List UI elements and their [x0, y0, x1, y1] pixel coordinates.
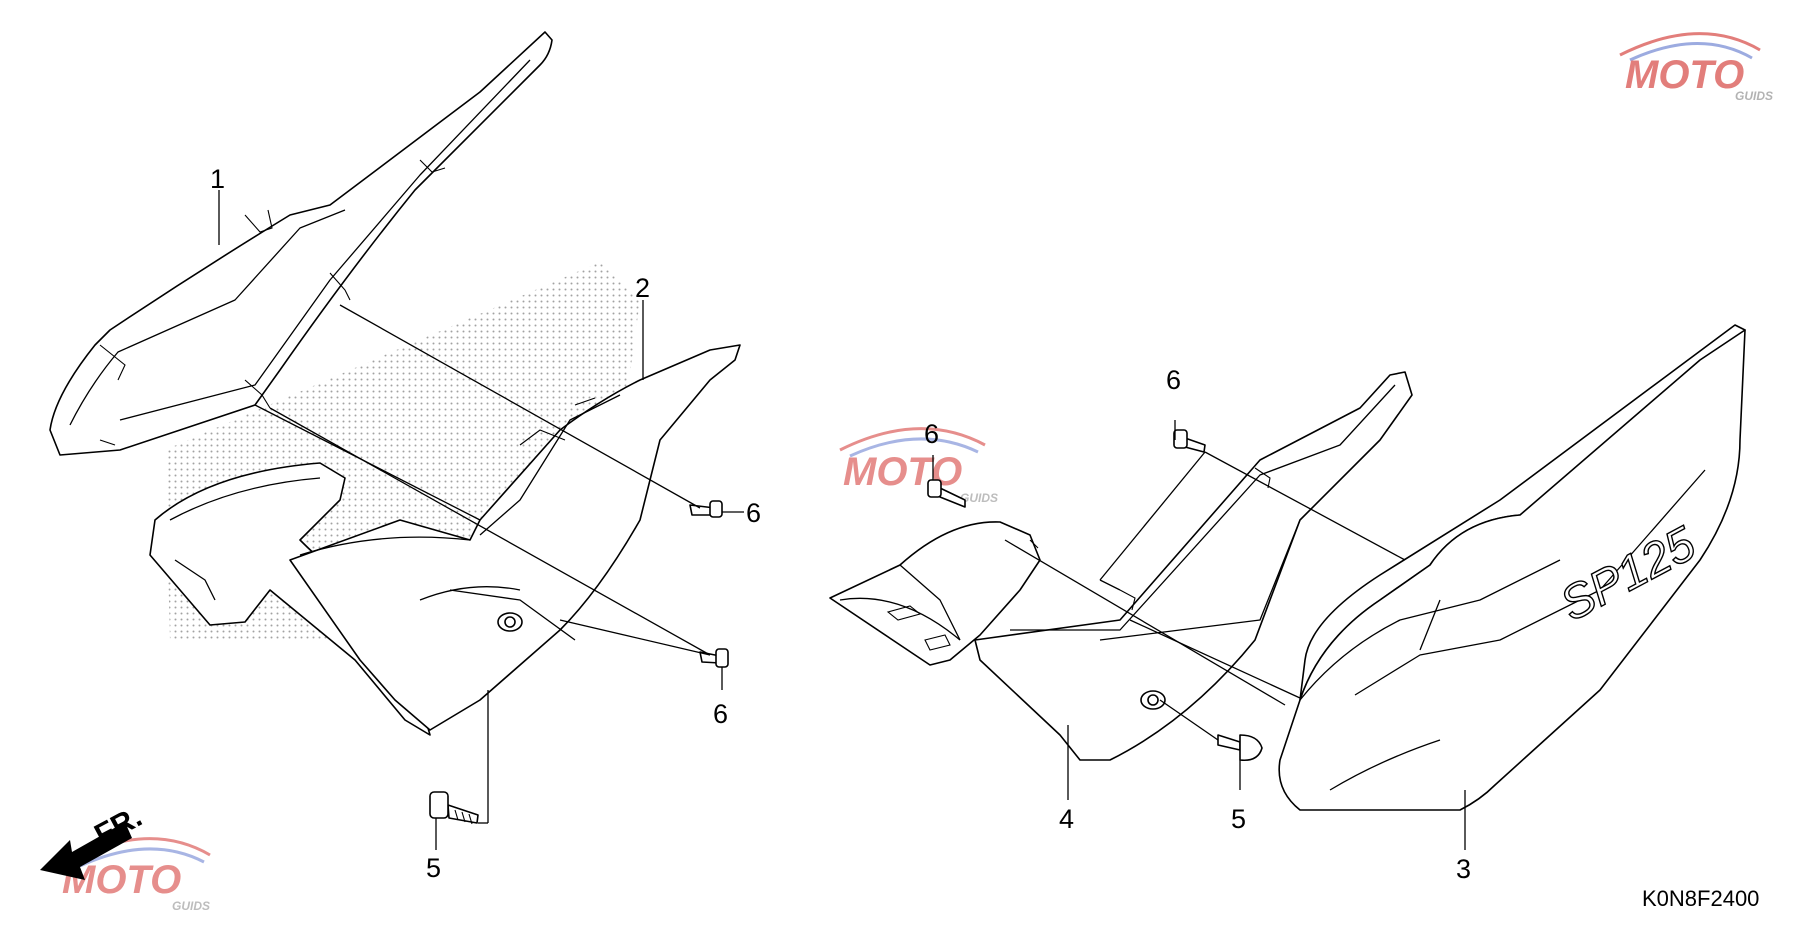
left-leader-lines: [218, 190, 744, 850]
callout-6-right-a: 6: [924, 419, 939, 449]
screw-6-right-b: [1173, 429, 1206, 453]
callout-2: 2: [635, 273, 650, 303]
part-1-upper-rail: [49, 31, 553, 456]
screw-5-right: [1217, 734, 1263, 762]
callout-5-right: 5: [1231, 804, 1246, 834]
right-leader-lines: [932, 420, 1466, 850]
screw-5-left: [429, 791, 479, 825]
callout-6-left-upper: 6: [746, 498, 761, 528]
callout-4: 4: [1059, 804, 1074, 834]
watermark-sub: GUIDS: [960, 491, 998, 505]
watermark-sub: GUIDS: [172, 899, 210, 913]
watermark-brand: MOTO: [1625, 53, 1744, 97]
part-3-outer-cover: SP125: [1278, 324, 1746, 811]
callout-3: 3: [1456, 854, 1471, 884]
part-4-inner-cover: [829, 371, 1413, 761]
watermark-top-right: MOTO GUIDS: [1619, 32, 1773, 103]
watermark-brand: MOTO: [843, 450, 962, 494]
diagram-code: K0N8F2400: [1642, 886, 1759, 911]
watermark-center: MOTO GUIDS: [839, 427, 998, 505]
screw-6-left-upper: [689, 500, 723, 518]
watermark-sub: GUIDS: [1735, 89, 1773, 103]
callout-1: 1: [210, 164, 225, 194]
callout-5-left: 5: [426, 853, 441, 883]
screw-6-right-a: [927, 479, 966, 508]
screw-6-left-lower: [699, 648, 729, 668]
part-2-side-cover: [149, 344, 741, 736]
callout-6-right-b: 6: [1166, 365, 1181, 395]
callout-6-left-lower: 6: [713, 699, 728, 729]
